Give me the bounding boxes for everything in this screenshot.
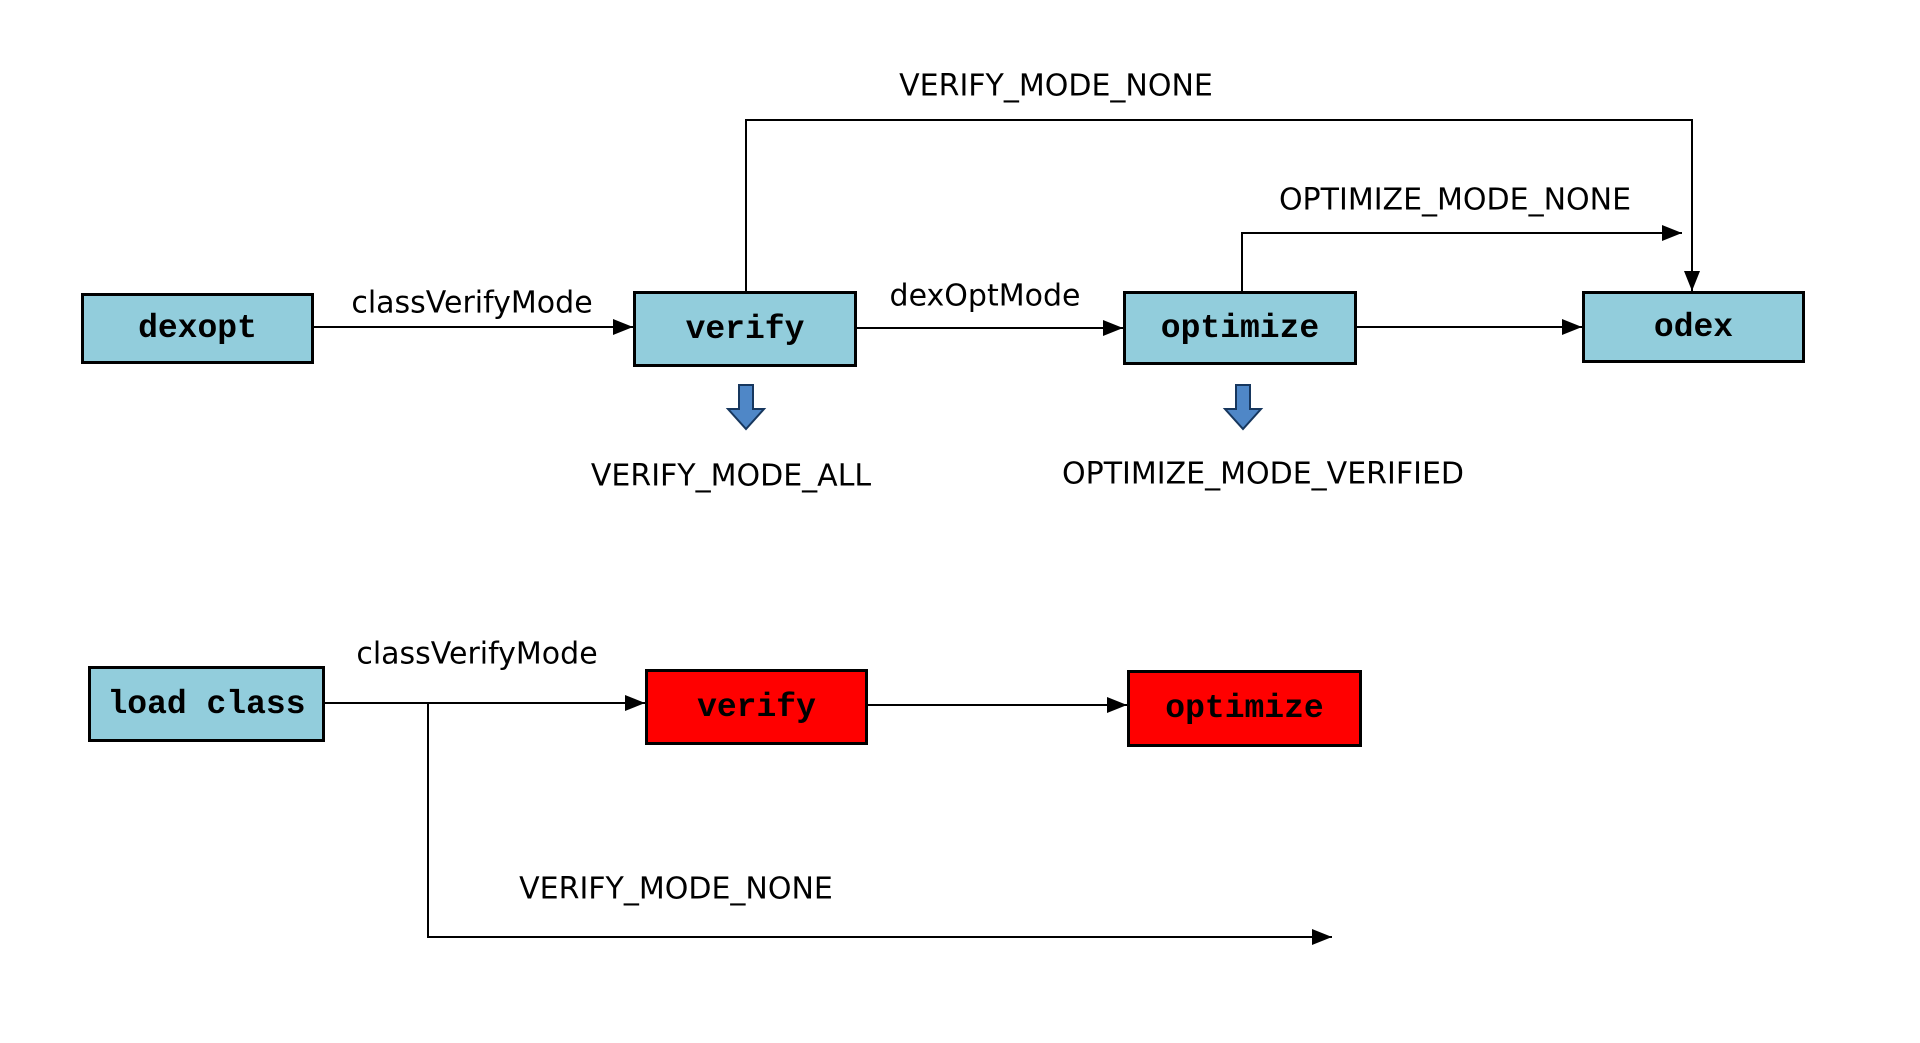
label-dex-opt-mode: dexOptMode (889, 278, 1081, 314)
label-optimize-mode-none: OPTIMIZE_MODE_NONE (1278, 182, 1632, 218)
label-class-verify-mode-top: classVerifyMode (351, 285, 593, 321)
node-dexopt: dexopt (81, 293, 314, 364)
node-verify-bottom: verify (645, 669, 868, 745)
edge-verify-mode-none-bypass (745, 119, 1700, 291)
edge-verify-mode-none-branch (427, 703, 1332, 945)
label-verify-mode-all: VERIFY_MODE_ALL (590, 458, 872, 494)
node-optimize-bottom: optimize (1127, 670, 1362, 747)
edge-optimize-mode-none-bypass (1241, 225, 1682, 291)
node-odex: odex (1582, 291, 1805, 363)
label-optimize-mode-verified: OPTIMIZE_MODE_VERIFIED (1062, 456, 1464, 492)
down-block-arrow-icon (1222, 384, 1264, 431)
node-verify-top: verify (633, 291, 857, 367)
node-load-class: load class (88, 666, 325, 742)
label-verify-mode-none-top: VERIFY_MODE_NONE (899, 68, 1213, 104)
node-optimize-top: optimize (1123, 291, 1357, 365)
down-block-arrow-icon (725, 384, 767, 431)
label-class-verify-mode-bottom: classVerifyMode (356, 636, 598, 672)
label-verify-mode-none-bottom: VERIFY_MODE_NONE (519, 871, 833, 907)
